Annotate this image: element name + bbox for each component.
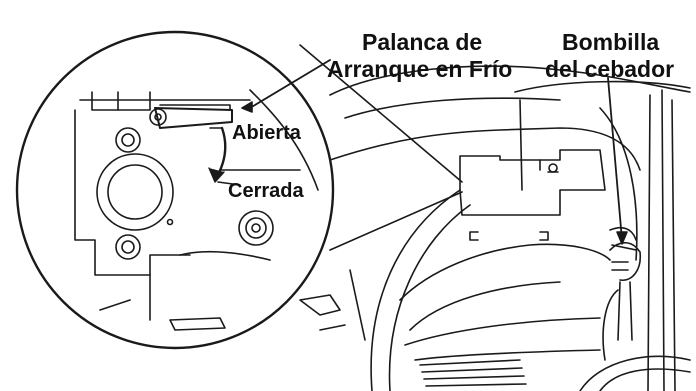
primer-bulb-label-line2: del cebador [545, 56, 674, 82]
closed-position-label: Cerrada [228, 180, 304, 202]
leader-lines [241, 59, 628, 245]
open-position-label: Abierta [232, 122, 302, 144]
magnifier-cone [299, 44, 463, 251]
zoom-inset [15, 30, 335, 350]
primer-bulb-label-line1: Bombilla [562, 29, 659, 55]
engine-body [299, 65, 691, 391]
choke-lever-label-line1: Palanca de [362, 29, 482, 55]
choke-lever-label-line2: Arranque en Frío [327, 56, 512, 82]
